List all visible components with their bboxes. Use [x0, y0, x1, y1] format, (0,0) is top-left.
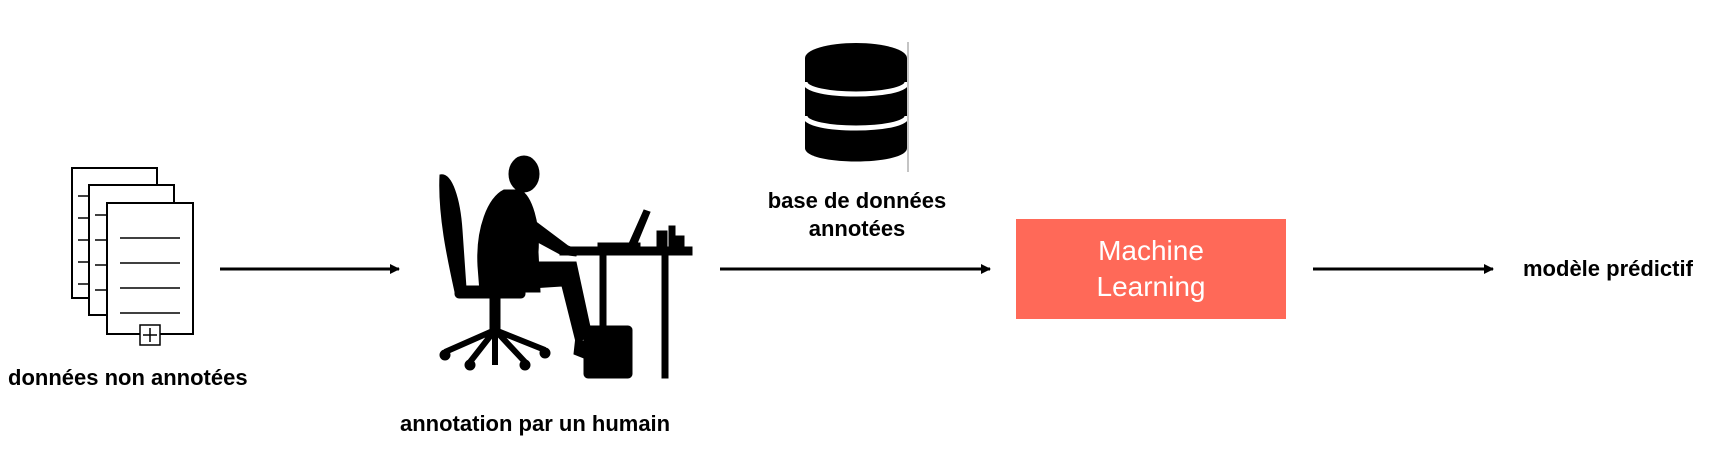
machine-learning-label-line2: Learning	[1096, 271, 1206, 302]
person-at-desk-icon	[439, 155, 693, 379]
labeled-database-label-line2: annotées	[808, 215, 906, 241]
documents-stack-icon	[71, 167, 194, 346]
unlabeled-data-label: données non annotées	[8, 365, 248, 390]
database-icon	[802, 42, 910, 172]
labeled-database-label: base de données annotées	[740, 187, 974, 242]
machine-learning-label-line1: Machine	[1098, 234, 1204, 266]
human-annotation-label: annotation par un humain	[400, 411, 671, 436]
machine-learning-box: Machine Learning	[1016, 219, 1286, 319]
labeled-database-label-line1: base de données	[767, 188, 947, 213]
predictive-model-label: modèle prédictif	[1523, 256, 1693, 281]
